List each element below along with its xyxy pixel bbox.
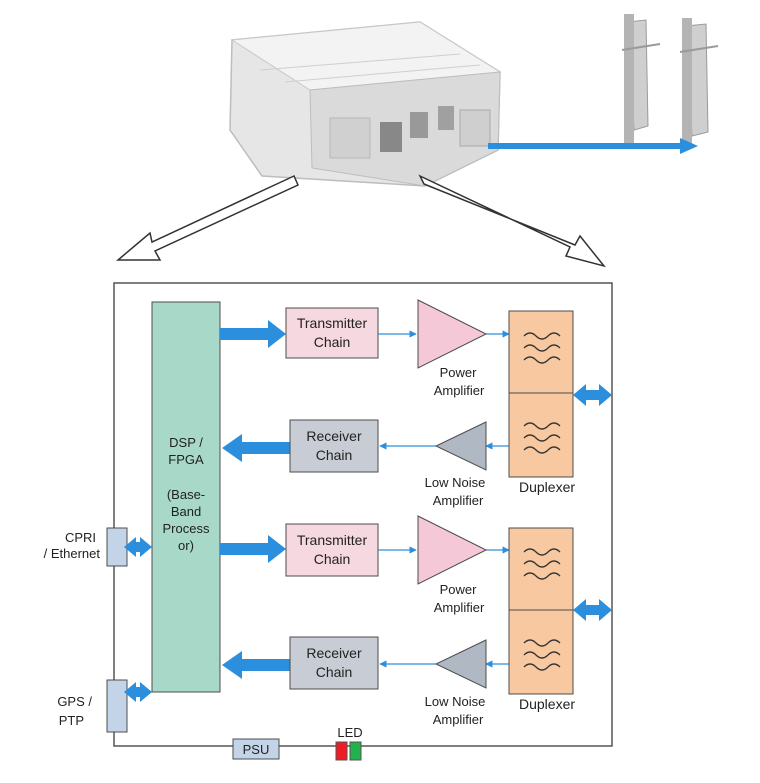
duplexer-2 (508, 527, 574, 695)
lna2-label-2: Amplifier (433, 712, 484, 727)
rx-dsp-arrow-2 (222, 651, 290, 679)
dsp-fpga-block (151, 301, 221, 693)
psu-block (232, 738, 280, 760)
lna1-label-2: Amplifier (433, 493, 484, 508)
duplexer-1-label: Duplexer (519, 479, 575, 495)
dsp-tx-arrow-2 (220, 535, 286, 563)
gps-port (106, 679, 128, 733)
lna2-label-1: Low Noise (425, 694, 486, 709)
dsp-label-line-5: Band (171, 504, 201, 519)
tx-chain-1-label-1: Transmitter (297, 315, 368, 331)
duplexer2-antenna-arrow (573, 599, 612, 621)
led-green (349, 741, 362, 761)
rx-dsp-arrow-1 (222, 434, 290, 462)
zoom-arrow-right (418, 174, 607, 268)
gps-label-line-1: GPS / (57, 694, 92, 709)
lna1-label-1: Low Noise (425, 475, 486, 490)
filter-icon (523, 548, 561, 671)
pa2-label-1: Power (440, 582, 478, 597)
rx-chain-2-label-1: Receiver (306, 645, 362, 661)
duplexer1-antenna-arrow (573, 384, 612, 406)
rx-chain-2 (289, 636, 379, 690)
psu-label: PSU (243, 742, 270, 757)
gps-label-line-2: PTP (59, 713, 84, 728)
dsp-label-line-4: (Base- (167, 487, 205, 502)
rx-chain-1 (289, 419, 379, 473)
dsp-tx-arrow-1 (220, 320, 286, 348)
cpri-dsp-arrow (124, 537, 152, 557)
cpri-label-line-1: CPRI (65, 530, 96, 545)
led-label: LED (337, 725, 362, 740)
pa1-label-1: Power (440, 365, 478, 380)
dsp-label-line-1: DSP / (169, 435, 203, 450)
tx-chain-2-label-2: Chain (314, 551, 351, 567)
low-noise-amplifier-2 (434, 639, 487, 689)
dsp-label-line-2: FPGA (168, 452, 204, 467)
dsp-label-line-6: Process (163, 521, 210, 536)
pa1-label-2: Amplifier (434, 383, 485, 398)
power-amplifier-2 (417, 515, 488, 585)
gps-dsp-arrow (124, 682, 152, 702)
rx-chain-1-label-1: Receiver (306, 428, 362, 444)
tx-chain-2-label-1: Transmitter (297, 532, 368, 548)
tx-chain-1-label-2: Chain (314, 334, 351, 350)
pa2-label-2: Amplifier (434, 600, 485, 615)
tx-chain-2 (285, 523, 379, 577)
rx-chain-2-label-2: Chain (316, 664, 353, 680)
power-amplifier-1 (417, 299, 488, 369)
duplexer-1 (508, 310, 574, 478)
low-noise-amplifier-1 (434, 421, 487, 471)
radio-unit-device-image (229, 21, 502, 187)
led-red (335, 741, 348, 761)
rx-chain-1-label-2: Chain (316, 447, 353, 463)
antenna-feed-arrow-head (680, 138, 698, 154)
filter-icon (523, 332, 561, 454)
cpri-label-line-2: / Ethernet (44, 546, 101, 561)
dsp-label-line-7: or) (178, 538, 194, 553)
tx-chain-1 (285, 307, 379, 359)
duplexer-2-label: Duplexer (519, 696, 575, 712)
antennas-image (621, 14, 719, 148)
zoom-arrow-left (115, 174, 299, 261)
